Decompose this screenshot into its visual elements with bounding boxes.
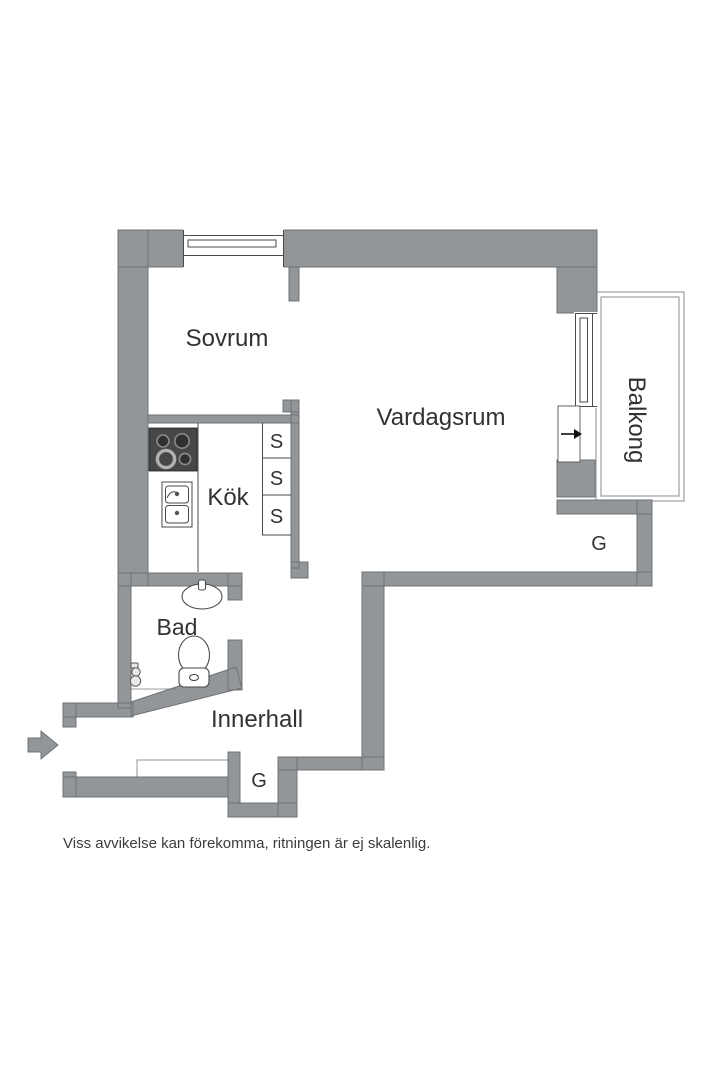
hall-cabinet [136,759,229,778]
room-label-innerhall: Innerhall [211,706,303,733]
balcony-door [557,405,582,463]
kitchen-sink-icon [161,481,193,528]
stove-icon [148,427,198,472]
balcony-inner [600,296,680,497]
walls-shape [62,229,653,818]
closet-label-s3: S [270,506,283,528]
room-label-vardagsrum: Vardagsrum [377,404,506,431]
closet-label-s2: S [270,468,283,490]
window-north-icon [183,229,284,268]
room-label-balkong: Balkong [623,377,650,464]
balcony-outer [595,291,685,502]
walls [27,229,653,818]
s-closet-grid [262,423,291,536]
room-label-kok: Kök [207,484,249,511]
entry-arrow-icon [27,729,59,761]
balcony-door-arrow-icon [561,429,582,439]
window-east-icon [574,312,598,408]
closet-label-s1: S [270,431,283,453]
room-label-sovrum: Sovrum [186,325,269,352]
balcony-outline [595,291,685,502]
toilet-icon [177,635,211,688]
closet-label-g-balcony: G [591,533,607,555]
bathroom-sink-icon [181,579,223,610]
disclaimer-text: Viss avvikelse kan förekomma, ritningen … [63,835,430,852]
shower-mixer-icon [129,662,177,690]
room-label-bad: Bad [157,614,198,640]
closet-label-g-hall: G [251,770,267,792]
